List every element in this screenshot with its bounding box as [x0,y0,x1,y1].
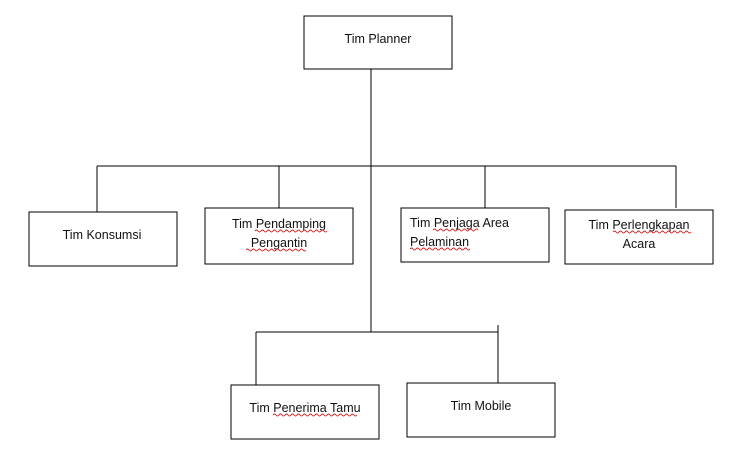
spellcheck-underline [272,413,358,417]
box-frame [204,207,354,265]
box-tim-pendamping-pengantin: Tim Pendamping Pengantin [204,207,354,265]
spellcheck-underline [409,247,471,251]
box-tim-penerima-tamu: Tim Penerima Tamu [230,384,380,440]
box-tim-perlengkapan-acara: Tim Perlengkapan Acara [564,209,714,265]
box-label-line-1: Tim Konsumsi [63,228,142,242]
box-frame [400,207,550,263]
spellcheck-underline [245,248,307,252]
spellcheck-underline [432,228,479,232]
box-label-line-2: Pelaminan [410,235,469,249]
connectors [96,69,677,385]
box-tim-penjaga-area-pelaminan: Tim Penjaga Area Pelaminan [400,207,550,263]
box-label-line-1: Tim Penerima Tamu [249,401,360,415]
box-frame [303,15,453,70]
box-frame [406,382,556,438]
box-tim-konsumsi: Tim Konsumsi [28,211,178,267]
box-label-line-1: Tim Perlengkapan [589,218,690,232]
box-frame [230,384,380,440]
box-label-line-1: Tim Planner [345,32,412,46]
box-tim-planner: Tim Planner [303,15,453,70]
box-frame [28,211,178,267]
box-label-line-1: Tim Mobile [451,399,512,413]
box-label-line-1: Tim Pendamping [232,217,326,231]
box-label-line-1: Tim Penjaga Area [410,216,509,230]
box-label-line-2: Pengantin [251,236,307,250]
box-frame [564,209,714,265]
spellcheck-underline [612,230,692,234]
spellcheck-underline [254,229,328,233]
box-tim-mobile: Tim Mobile [406,382,556,438]
box-label-line-2: Acara [623,237,656,251]
